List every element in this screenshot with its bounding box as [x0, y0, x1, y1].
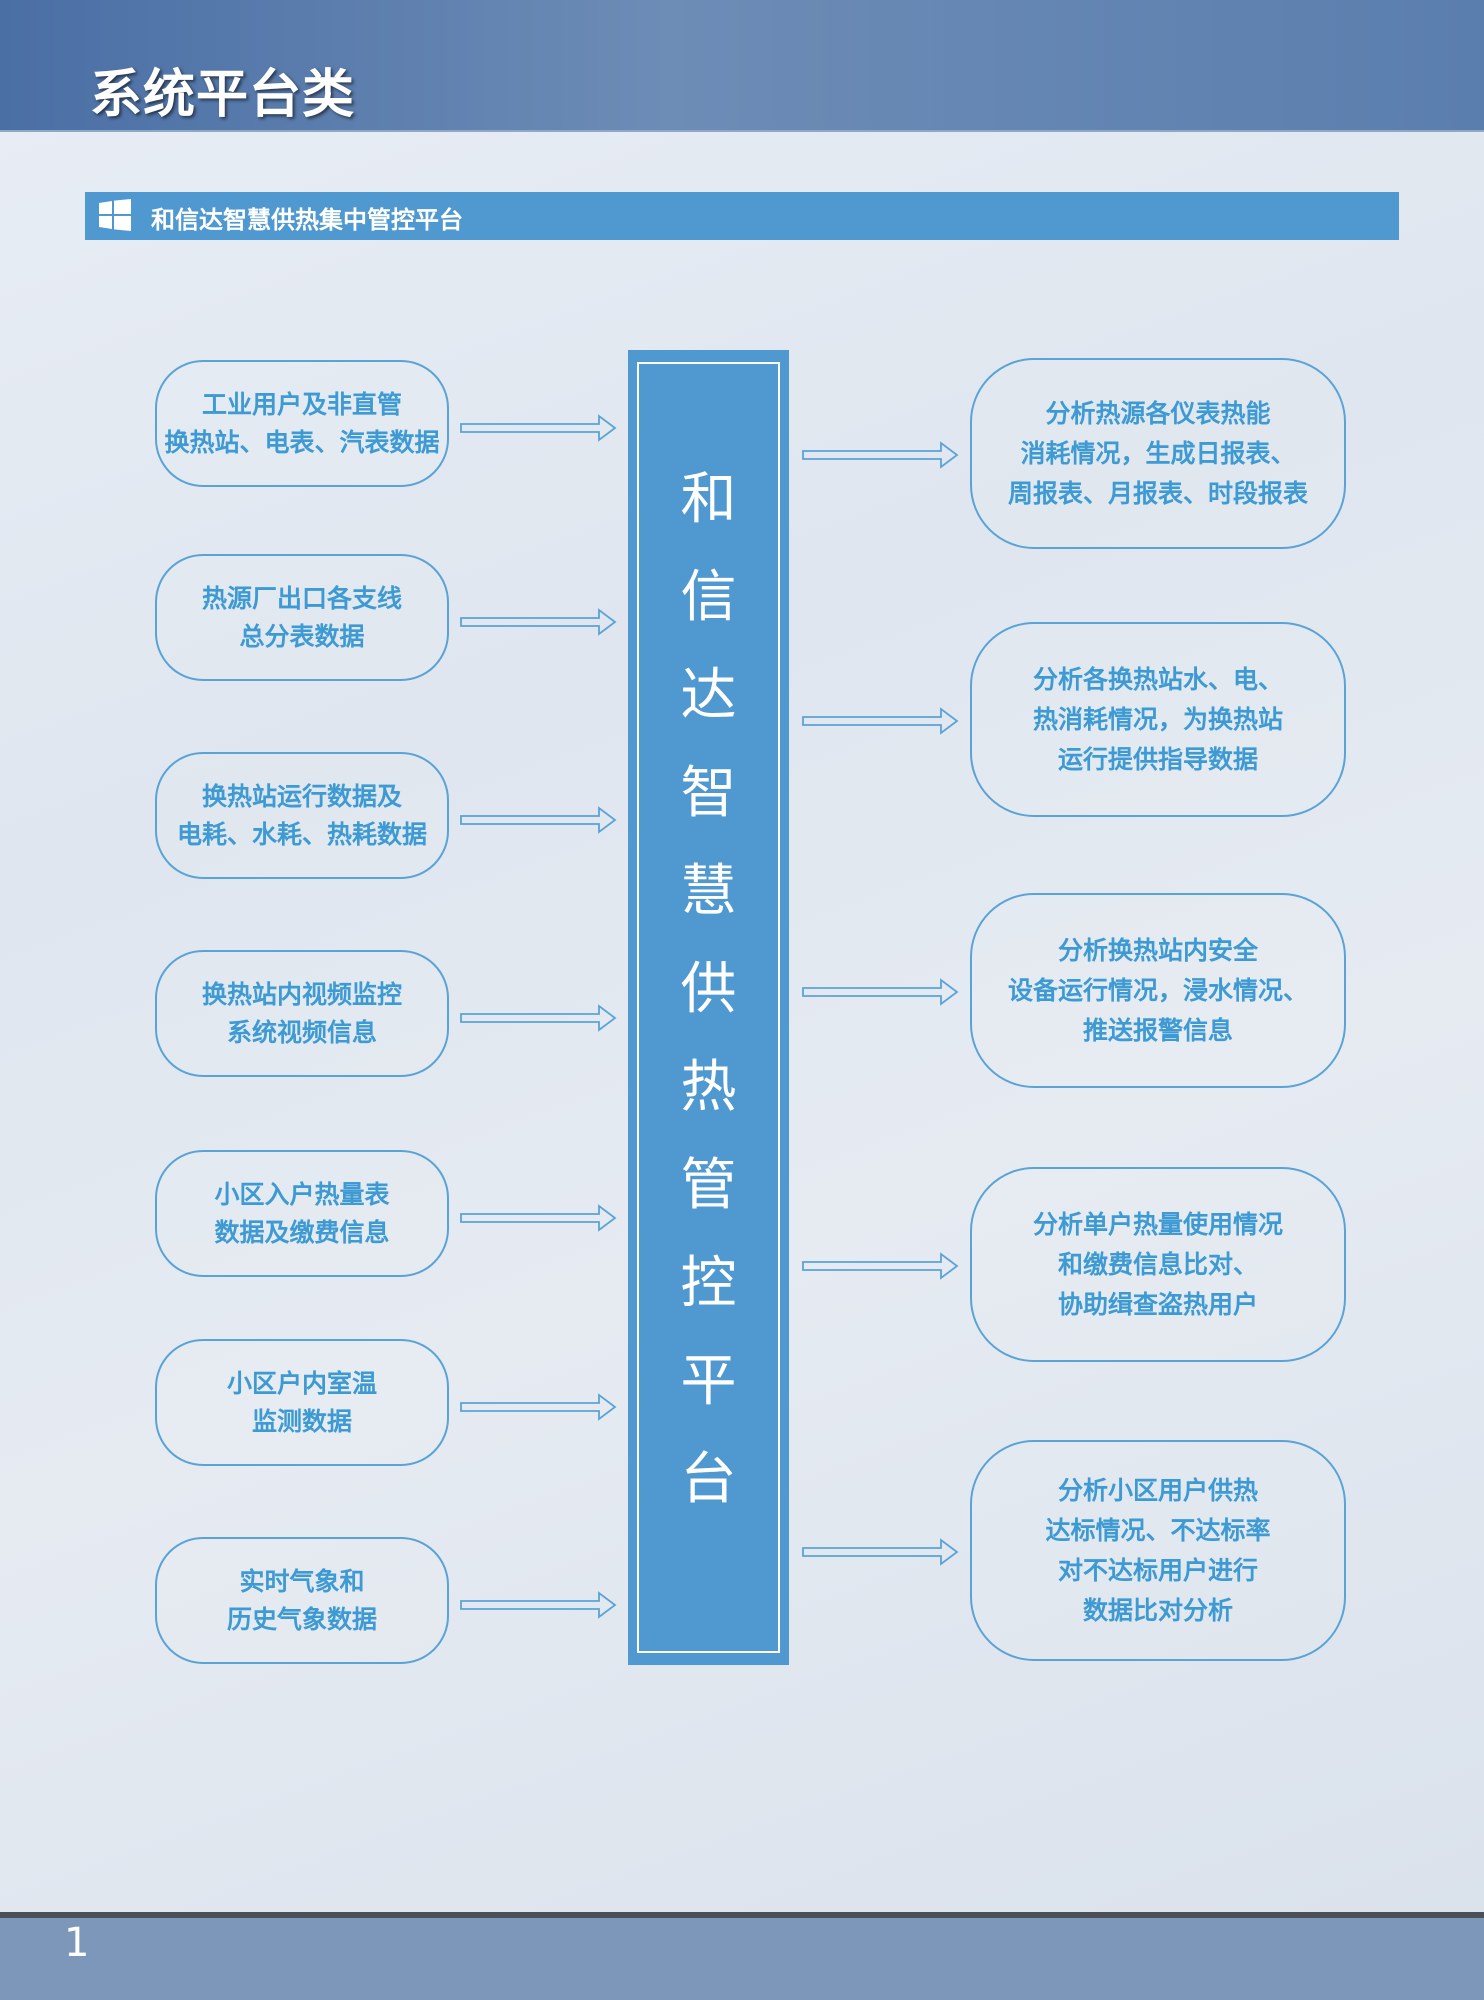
node-text-line: 推送报警信息	[1082, 1015, 1233, 1045]
node-text-line: 分析单户热量使用情况	[1032, 1209, 1283, 1239]
node-text-line: 分析换热站内安全	[1057, 935, 1258, 965]
hub-inner-border	[637, 362, 780, 1653]
analysis-output-node: 分析单户热量使用情况和缴费信息比对、协助缉查盗热用户	[970, 1167, 1346, 1362]
page-number: 1	[64, 1920, 90, 1966]
input-source-node: 工业用户及非直管换热站、电表、汽表数据	[155, 360, 449, 487]
node-text-line: 热源厂出口各支线	[201, 583, 402, 613]
node-text-line: 分析小区用户供热	[1057, 1475, 1258, 1505]
node-text-line: 换热站、电表、汽表数据	[164, 427, 440, 457]
node-text-line: 实时气象和	[239, 1566, 365, 1596]
node-text-line: 热消耗情况，为换热站	[1032, 704, 1283, 734]
header-band	[0, 0, 1484, 132]
node-text-line: 设备运行情况，浸水情况、	[1007, 975, 1308, 1005]
hub-char: 平	[680, 1349, 737, 1414]
node-text-line: 总分表数据	[239, 621, 365, 651]
page-title: 系统平台类	[90, 65, 356, 125]
flow-arrow-icon	[460, 1003, 617, 1032]
flow-arrow-icon	[460, 1392, 617, 1421]
hub-char: 台	[680, 1447, 737, 1512]
input-source-node: 换热站运行数据及电耗、水耗、热耗数据	[155, 752, 449, 879]
input-source-node: 实时气象和历史气象数据	[155, 1537, 449, 1664]
node-text-line: 运行提供指导数据	[1057, 744, 1258, 774]
footer-band	[0, 1918, 1484, 2000]
analysis-output-node: 分析换热站内安全设备运行情况，浸水情况、推送报警信息	[970, 893, 1346, 1088]
node-text-line: 小区入户热量表	[214, 1179, 390, 1209]
input-source-node: 小区户内室温监测数据	[155, 1339, 449, 1466]
hub-char: 管	[680, 1153, 737, 1218]
node-text-line: 达标情况、不达标率	[1045, 1515, 1271, 1545]
input-source-node: 换热站内视频监控系统视频信息	[155, 950, 449, 1077]
input-source-node: 热源厂出口各支线总分表数据	[155, 554, 449, 681]
node-text-line: 对不达标用户进行	[1057, 1555, 1258, 1585]
footer-divider	[0, 1912, 1484, 1918]
windows-logo-icon	[99, 199, 131, 235]
section-bar: 和信达智慧供热集中管控平台	[85, 192, 1399, 240]
flow-arrow-icon	[802, 1537, 959, 1566]
hub-char: 信	[680, 565, 737, 630]
analysis-output-node: 分析热源各仪表热能消耗情况，生成日报表、周报表、月报表、时段报表	[970, 358, 1346, 549]
hub-char: 控	[680, 1251, 737, 1316]
node-text-line: 系统视频信息	[226, 1017, 377, 1047]
hub-char: 供	[680, 957, 737, 1022]
flow-arrow-icon	[460, 1203, 617, 1232]
flow-arrow-icon	[460, 607, 617, 636]
node-text-line: 数据比对分析	[1082, 1595, 1233, 1625]
node-text-line: 数据及缴费信息	[214, 1217, 390, 1247]
input-source-node: 小区入户热量表数据及缴费信息	[155, 1150, 449, 1277]
hub-char: 慧	[680, 859, 737, 924]
node-text-line: 周报表、月报表、时段报表	[1007, 478, 1308, 508]
node-text-line: 换热站内视频监控	[201, 979, 402, 1009]
hub-char: 智	[680, 761, 737, 826]
node-text-line: 小区户内室温	[226, 1368, 377, 1398]
node-text-line: 电耗、水耗、热耗数据	[176, 819, 427, 849]
node-text-line: 分析热源各仪表热能	[1045, 398, 1271, 428]
analysis-output-node: 分析小区用户供热达标情况、不达标率对不达标用户进行数据比对分析	[970, 1440, 1346, 1661]
flow-arrow-icon	[460, 413, 617, 442]
flow-arrow-icon	[460, 805, 617, 834]
node-text-line: 工业用户及非直管	[201, 389, 402, 419]
flow-arrow-icon	[802, 440, 959, 469]
node-text-line: 和缴费信息比对、	[1057, 1249, 1258, 1279]
flow-arrow-icon	[802, 1251, 959, 1280]
hub-char: 热	[680, 1055, 737, 1120]
node-text-line: 协助缉查盗热用户	[1057, 1289, 1258, 1319]
node-text-line: 监测数据	[251, 1406, 352, 1436]
node-text-line: 分析各换热站水、电、	[1032, 664, 1283, 694]
section-title: 和信达智慧供热集中管控平台	[151, 206, 463, 234]
flow-arrow-icon	[460, 1590, 617, 1619]
flow-arrow-icon	[802, 706, 959, 735]
node-text-line: 换热站运行数据及	[201, 781, 402, 811]
node-text-line: 历史气象数据	[226, 1604, 377, 1634]
platform-hub: 和信达智慧供热管控平台	[628, 350, 789, 1665]
flow-arrow-icon	[802, 977, 959, 1006]
hub-char: 达	[680, 663, 737, 728]
hub-char: 和	[680, 467, 737, 532]
node-text-line: 消耗情况，生成日报表、	[1020, 438, 1296, 468]
analysis-output-node: 分析各换热站水、电、热消耗情况，为换热站运行提供指导数据	[970, 622, 1346, 817]
